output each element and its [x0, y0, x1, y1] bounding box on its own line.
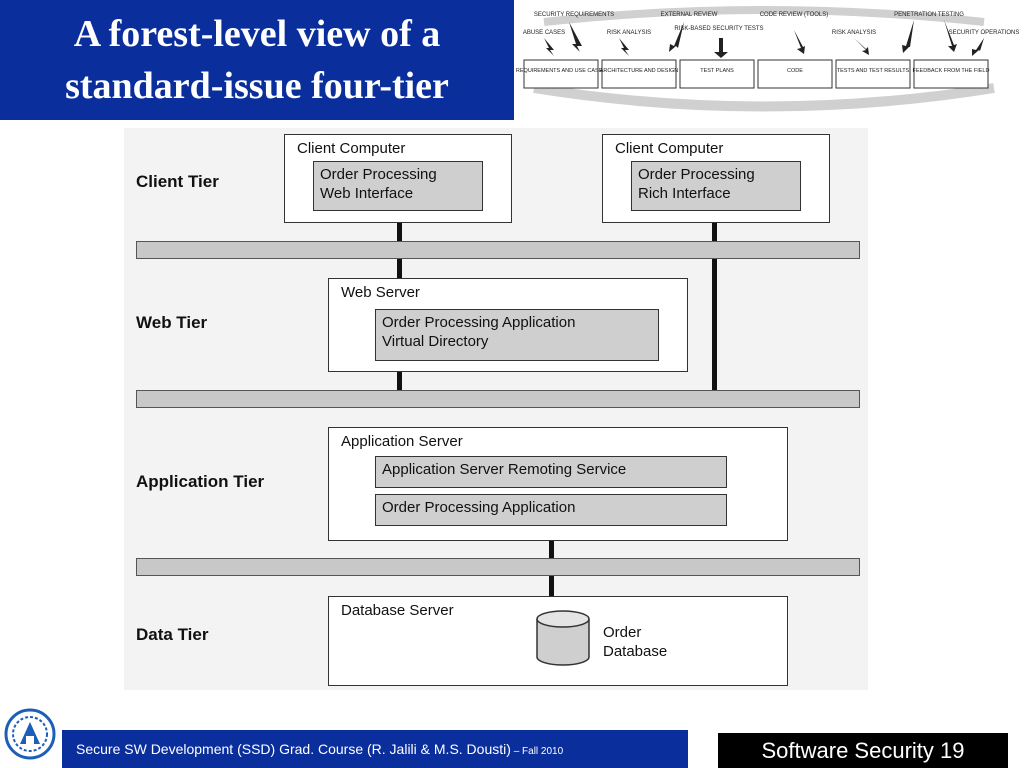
- sdl-mid-label: RISK ANALYSIS: [607, 30, 651, 36]
- inner-label: Application Server Remoting Service: [382, 461, 627, 478]
- slide-title: A forest-level view of a standard-issue …: [0, 8, 514, 112]
- sdl-mid-label: RISK-BASED SECURITY TESTS: [674, 26, 763, 32]
- tier-label-client: Client Tier: [136, 172, 219, 191]
- sdl-box-label: TESTS AND TEST RESULTS: [837, 68, 910, 74]
- network-bus: [136, 558, 860, 576]
- inner-label: Order Processing: [320, 166, 437, 183]
- connector-line: [712, 222, 717, 392]
- sdl-box-label: FEEDBACK FROM THE FIELD: [913, 68, 990, 74]
- inner-label: Web Interface: [320, 185, 414, 202]
- sdl-box: [523, 59, 599, 89]
- db-label-line: Database: [603, 643, 668, 660]
- course-credit-paren: ): [506, 741, 511, 757]
- university-logo-icon: [4, 708, 56, 760]
- inner-label: Order Processing Application: [382, 499, 576, 516]
- network-bus: [136, 241, 860, 259]
- tier-label-application: Application Tier: [136, 472, 265, 491]
- sdl-box: [601, 59, 677, 89]
- title-line-1: A forest-level view of a: [73, 13, 441, 55]
- sdl-mid-label: SECURITY OPERATIONS: [949, 30, 1020, 36]
- four-tier-diagram: Client Tier Web Tier Application Tier Da…: [124, 128, 868, 690]
- sdl-box-label: TEST PLANS: [700, 68, 734, 74]
- box-title: Client Computer: [297, 140, 406, 157]
- order-processing-app-component: Order Processing Application: [375, 494, 727, 526]
- sdl-mid-label: ABUSE CASES: [523, 30, 565, 36]
- title-banner: A forest-level view of a standard-issue …: [0, 0, 514, 120]
- sdl-mid-label: RISK ANALYSIS: [832, 30, 876, 36]
- web-server: Web Server Order Processing Application …: [328, 278, 688, 372]
- course-credit-term: – Fall 2010: [510, 746, 564, 757]
- application-server: Application Server Application Server Re…: [328, 427, 788, 541]
- sdl-top-label: EXTERNAL REVIEW: [661, 12, 718, 18]
- sdl-box-label: REQUIREMENTS AND USE CASES: [516, 68, 606, 74]
- sdl-top-label: CODE REVIEW (TOOLS): [760, 12, 829, 18]
- network-bus: [136, 390, 860, 408]
- sdl-touchpoints-diagram: SECURITY REQUIREMENTS EXTERNAL REVIEW CO…: [514, 0, 1024, 120]
- database-icon: [536, 610, 590, 666]
- sdl-box: [757, 59, 833, 89]
- web-interface-component: Order Processing Web Interface: [313, 161, 483, 211]
- sdl-box: [913, 59, 989, 89]
- tier-label-web: Web Tier: [136, 313, 208, 332]
- database-server: Database Server Order Database: [328, 596, 788, 686]
- remoting-service-component: Application Server Remoting Service: [375, 456, 727, 488]
- sdl-box: [835, 59, 911, 89]
- database-label: Order Database: [603, 623, 667, 661]
- sdl-arrows: [544, 20, 984, 58]
- client-computer-left: Client Computer Order Processing Web Int…: [284, 134, 512, 223]
- course-credit: Secure SW Development (SSD) Grad. Course…: [76, 741, 563, 757]
- sdl-box: [679, 59, 755, 89]
- inner-label: Order Processing: [638, 166, 755, 183]
- box-title: Web Server: [341, 284, 420, 301]
- box-title: Database Server: [341, 602, 454, 619]
- sdl-top-label: SECURITY REQUIREMENTS: [534, 12, 614, 18]
- course-credit-main: Secure SW Development (SSD) Grad. Course…: [76, 741, 507, 757]
- title-line-2: standard-issue four-tier: [65, 65, 449, 107]
- tier-label-data: Data Tier: [136, 625, 209, 644]
- inner-label: Virtual Directory: [382, 333, 489, 350]
- sdl-box-label: ARCHITECTURE AND DESIGN: [600, 68, 679, 74]
- client-computer-right: Client Computer Order Processing Rich In…: [602, 134, 830, 223]
- box-title: Application Server: [341, 433, 463, 450]
- page-number: Software Security 19: [718, 733, 1008, 768]
- db-label-line: Order: [603, 624, 642, 641]
- rich-interface-component: Order Processing Rich Interface: [631, 161, 801, 211]
- top-arc: [543, 6, 985, 26]
- inner-label: Rich Interface: [638, 185, 731, 202]
- box-title: Client Computer: [615, 140, 724, 157]
- feedback-arc: [533, 83, 995, 112]
- virtual-directory-component: Order Processing Application Virtual Dir…: [375, 309, 659, 361]
- sdl-box-label: CODE: [787, 68, 803, 74]
- sdl-top-label: PENETRATION TESTING: [894, 12, 964, 18]
- footer-course-bar: [62, 730, 688, 768]
- sdl-svg: SECURITY REQUIREMENTS EXTERNAL REVIEW CO…: [516, 6, 1020, 112]
- inner-label: Order Processing Application: [382, 314, 576, 331]
